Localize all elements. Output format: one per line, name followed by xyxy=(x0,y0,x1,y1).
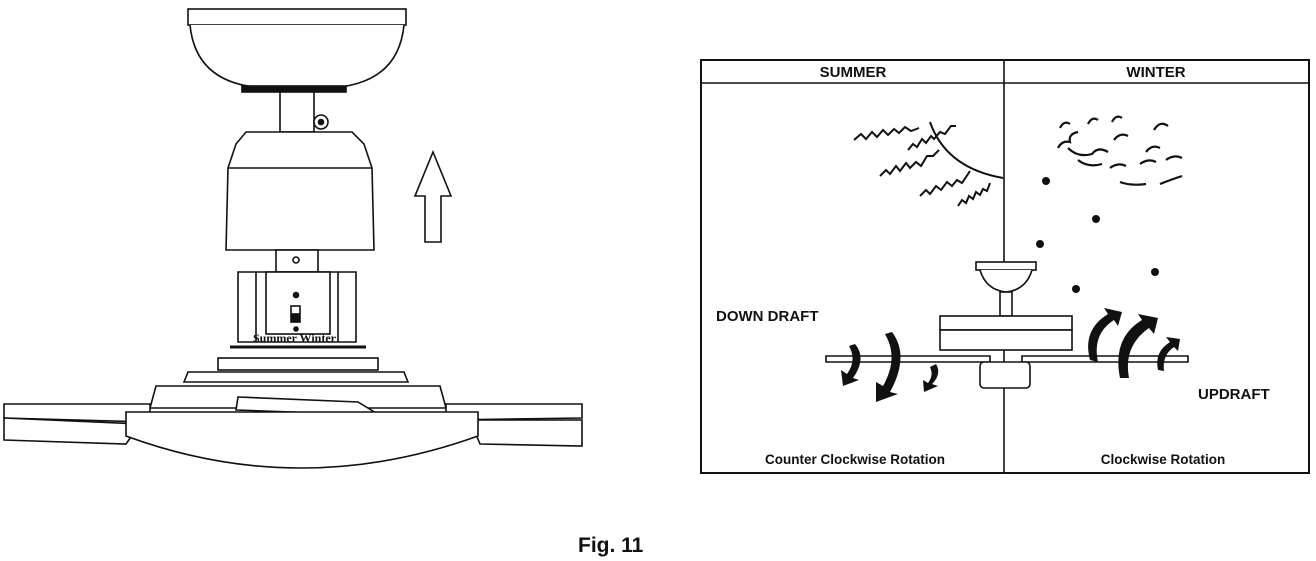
fan-blades xyxy=(3,396,583,447)
snowflake-icon xyxy=(1036,177,1159,293)
clockwise-rotation-label: Clockwise Rotation xyxy=(1101,452,1226,467)
down-rod xyxy=(279,91,329,133)
counter-clockwise-rotation-label: Counter Clockwise Rotation xyxy=(765,452,945,467)
winter-header: WINTER xyxy=(1126,64,1185,81)
season-panel: SUMMER WINTER xyxy=(700,59,1310,474)
ceiling-canopy xyxy=(187,8,407,93)
fan-assembly-illustration xyxy=(3,8,583,469)
motor-hub xyxy=(148,357,448,409)
updraft-arrows xyxy=(1088,308,1180,378)
down-draft-arrows xyxy=(841,332,939,402)
motor-housing-cover xyxy=(225,131,375,251)
summer-header: SUMMER xyxy=(820,64,887,81)
summer-winter-switch-label: Summer Winter xyxy=(253,331,337,345)
figure-caption: Fig. 11 xyxy=(578,534,644,557)
cloud-icon xyxy=(1057,115,1183,186)
switch-housing xyxy=(230,271,366,349)
down-draft-label: DOWN DRAFT xyxy=(716,308,818,325)
updraft-label: UPDRAFT xyxy=(1198,386,1270,403)
arrow-up-icon xyxy=(413,149,453,243)
panel-fan-icon xyxy=(825,261,1189,389)
sun-icon xyxy=(853,121,1004,207)
light-dome xyxy=(125,411,479,469)
